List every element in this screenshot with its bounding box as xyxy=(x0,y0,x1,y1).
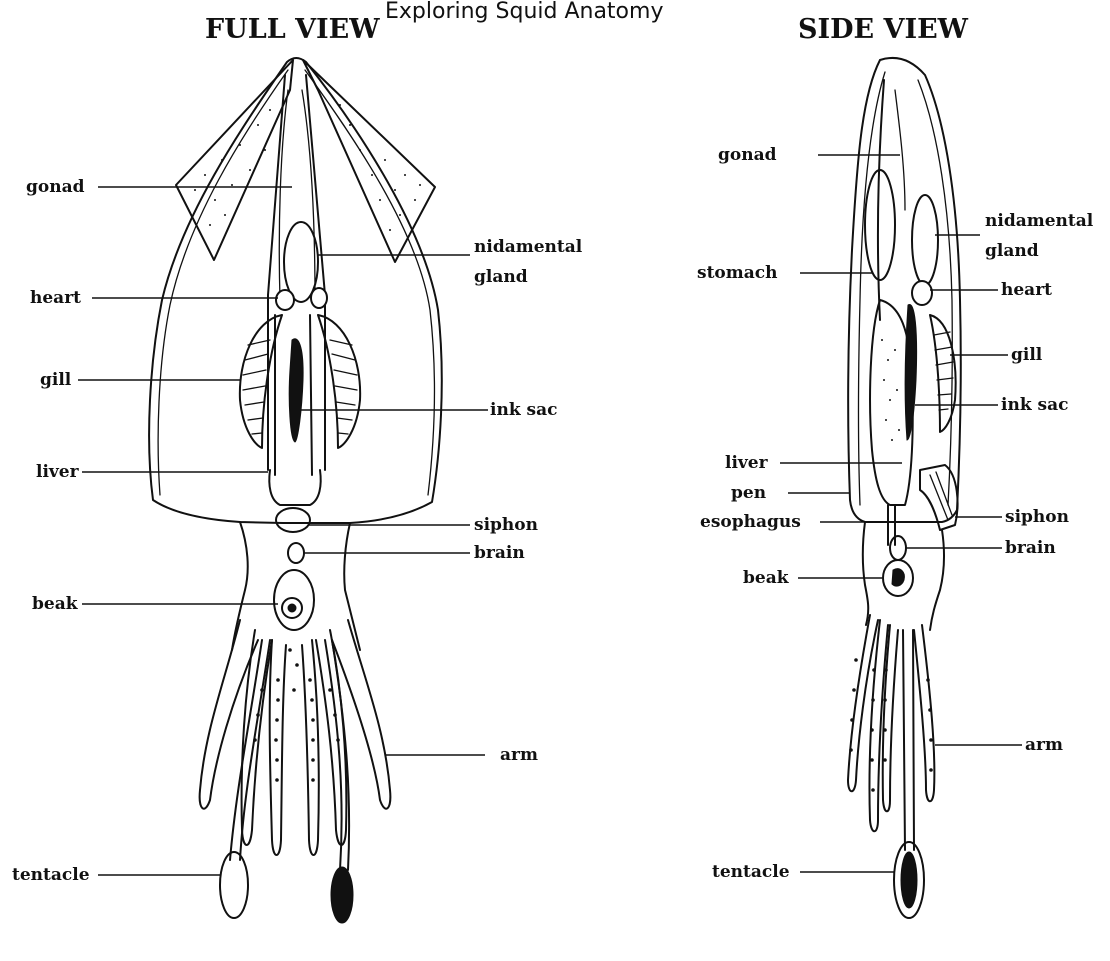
mantle-outline xyxy=(149,58,442,523)
side-gonad xyxy=(895,90,905,210)
fv-label-brain: brain xyxy=(474,543,525,563)
brain xyxy=(288,543,304,563)
side-liver-stipple xyxy=(881,339,900,441)
side-mantle-inner xyxy=(859,72,953,505)
diagram-title: Exploring Squid Anatomy xyxy=(385,0,663,24)
side-view-squid xyxy=(848,58,961,918)
fv-label-gland: gland xyxy=(474,267,528,287)
heart-left xyxy=(276,290,294,310)
fin-left xyxy=(176,60,293,260)
beak-center xyxy=(288,604,296,612)
tentacle-left xyxy=(230,640,270,860)
side-stomach xyxy=(865,170,895,280)
sv-label-gonad: gonad xyxy=(718,145,777,165)
side-nidamental-gland xyxy=(912,195,938,285)
side-pen xyxy=(878,80,884,320)
sv-label-heart: heart xyxy=(1001,280,1052,300)
side-ink-sac xyxy=(905,304,916,440)
fv-label-nidamental: nidamental xyxy=(474,237,583,257)
tentacle-club-left xyxy=(220,852,248,918)
arms xyxy=(200,620,391,855)
sv-label-gland: gland xyxy=(985,241,1039,261)
fv-label-liver: liver xyxy=(36,462,80,482)
sv-label-liver: liver xyxy=(725,453,769,473)
sv-label-ink-sac: ink sac xyxy=(1001,395,1068,415)
side-heart xyxy=(912,281,932,305)
side-brain xyxy=(890,536,906,560)
sv-label-brain: brain xyxy=(1005,538,1056,558)
fin-stipple xyxy=(194,104,421,231)
siphon xyxy=(276,508,310,532)
tentacle-club-right xyxy=(331,867,353,923)
ink-sac xyxy=(289,339,303,442)
fv-label-gill: gill xyxy=(40,370,72,390)
fv-label-gonad: gonad xyxy=(26,177,85,197)
side-tentacle xyxy=(903,630,914,850)
fv-label-siphon: siphon xyxy=(474,515,538,535)
fv-label-tentacle: tentacle xyxy=(12,865,90,885)
side-view-leaders xyxy=(780,155,1022,872)
sv-label-siphon: siphon xyxy=(1005,507,1069,527)
fv-label-ink-sac: ink sac xyxy=(490,400,557,420)
fin-right xyxy=(303,60,435,262)
fv-label-arm: arm xyxy=(500,745,538,765)
sv-label-arm: arm xyxy=(1025,735,1063,755)
side-tentacle-club-inner xyxy=(901,852,917,908)
sv-label-pen: pen xyxy=(731,483,766,503)
sv-label-esophagus: esophagus xyxy=(700,512,801,532)
full-view-heading: FULL VIEW xyxy=(205,14,380,45)
side-arms xyxy=(848,615,934,831)
sv-label-nidamental: nidamental xyxy=(985,211,1094,231)
fv-label-beak: beak xyxy=(32,594,79,614)
heart-right xyxy=(311,288,327,308)
buccal-mass xyxy=(274,570,314,630)
side-beak xyxy=(892,569,904,586)
sv-label-gill: gill xyxy=(1011,345,1043,365)
sv-label-beak: beak xyxy=(743,568,790,588)
full-view-squid xyxy=(149,58,442,923)
liver xyxy=(269,470,320,505)
sv-label-tentacle: tentacle xyxy=(712,862,790,882)
side-view-heading: SIDE VIEW xyxy=(798,14,969,45)
sv-label-stomach: stomach xyxy=(697,263,777,283)
fv-label-heart: heart xyxy=(30,288,81,308)
